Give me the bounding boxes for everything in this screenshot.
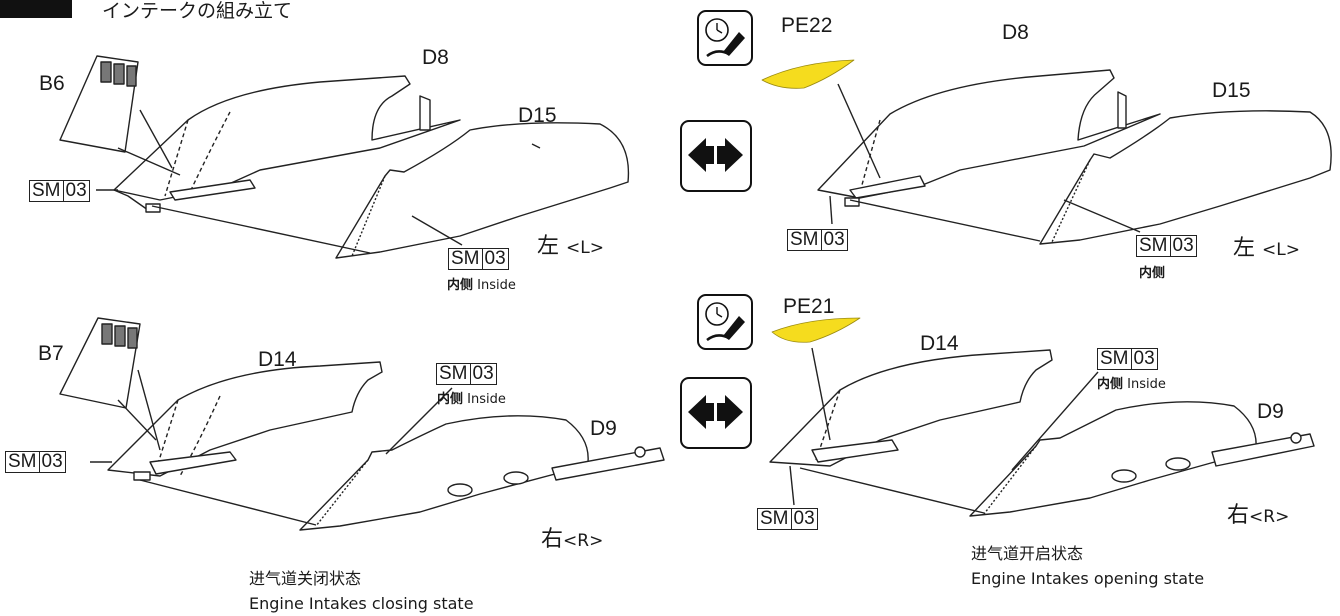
label-d14-left: D14 xyxy=(258,348,297,371)
part-b7-plate xyxy=(59,317,141,409)
bidirectional-arrow-icon xyxy=(680,377,752,449)
label-d8-right: D8 xyxy=(1002,21,1029,44)
inside-note: 内侧 Inside xyxy=(437,392,506,407)
label-pe22: PE22 xyxy=(781,14,833,37)
part-d8-intake-left xyxy=(113,75,461,213)
header-title: インテークの組み立て xyxy=(102,0,293,22)
label-b6: B6 xyxy=(39,72,65,95)
label-d8-left: D8 xyxy=(422,46,449,69)
caption-closing-state: 进气道关闭状态 Engine Intakes closing state xyxy=(249,569,474,613)
label-d9-left: D9 xyxy=(590,417,617,440)
part-d15-panel-right xyxy=(1039,110,1332,245)
caption-opening-state: 进气道开启状态 Engine Intakes opening state xyxy=(971,544,1205,588)
part-d9-panel-left xyxy=(299,415,665,531)
part-b6-plate xyxy=(59,55,139,153)
side-marker-right: 右<R> xyxy=(541,527,604,552)
side-marker-left: 左 <L> xyxy=(1233,236,1300,261)
step-marker xyxy=(0,0,72,18)
part-d9-panel-right xyxy=(969,401,1315,517)
glue-brush-icon xyxy=(697,10,753,66)
photo-etch-pe22 xyxy=(761,59,855,89)
glue-brush-icon xyxy=(697,294,753,350)
label-d9-right: D9 xyxy=(1257,400,1284,423)
inside-note: 内侧 Inside xyxy=(1097,377,1166,392)
side-marker-left: 左 <L> xyxy=(537,234,604,259)
label-d14-right: D14 xyxy=(920,332,959,355)
label-pe21: PE21 xyxy=(783,295,835,318)
part-d14-intake-left xyxy=(107,361,383,481)
part-d15-panel-left xyxy=(335,122,630,259)
part-d8-intake-right xyxy=(817,69,1161,207)
inside-note: 内侧 Inside xyxy=(447,278,516,293)
inside-note: 内侧 xyxy=(1139,266,1166,281)
part-d14-intake-right xyxy=(769,349,1053,467)
photo-etch-pe21 xyxy=(771,317,861,343)
label-d15-right: D15 xyxy=(1212,79,1251,102)
label-b7: B7 xyxy=(38,342,64,365)
label-d15-left: D15 xyxy=(518,104,557,127)
bidirectional-arrow-icon xyxy=(680,120,752,192)
side-marker-right: 右<R> xyxy=(1227,503,1290,528)
